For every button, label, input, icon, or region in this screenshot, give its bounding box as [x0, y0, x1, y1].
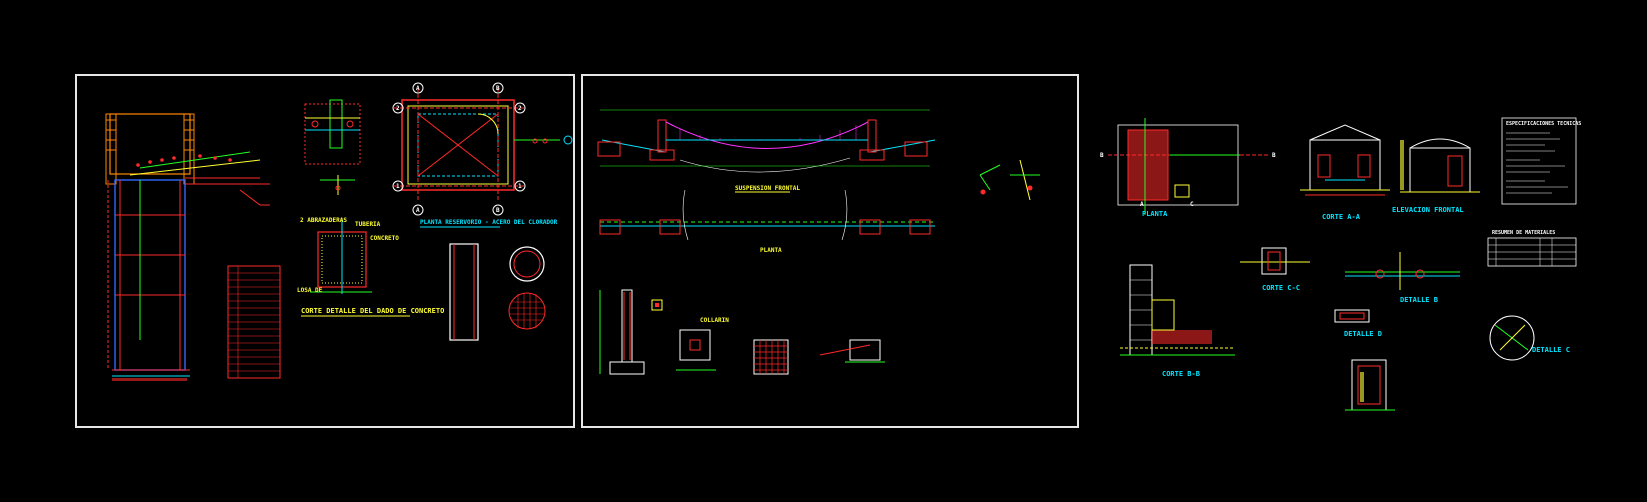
sheet-1: 2 ABRAZADERAS TUBERIA CONCRETO LOSA DE C…	[75, 74, 575, 428]
column-detail	[599, 289, 663, 375]
collarin-detail: COLLARIN	[676, 317, 729, 371]
bridge-plan: PLANTA	[599, 189, 935, 254]
detalle-b: DETALLE B	[1345, 252, 1460, 304]
sheet-3: B B A C PLANTA CORTE A-A ELEVACION FRONT…	[1100, 117, 1581, 411]
concrete-block-detail: 2 ABRAZADERAS TUBERIA CONCRETO LOSA DE C…	[297, 217, 444, 317]
cylinder-detail	[449, 243, 546, 341]
elevacion-frontal-label: ELEVACION FRONTAL	[1392, 206, 1464, 214]
detalle-c-label: DETALLE C	[1532, 346, 1570, 354]
grid-1-right: 1	[518, 183, 522, 190]
svg-text:CONCRETO: CONCRETO	[370, 235, 399, 242]
tank-elevation	[105, 113, 270, 381]
plan-mark-c: C	[1190, 201, 1194, 208]
svg-text:2 ABRAZADERAS: 2 ABRAZADERAS	[300, 217, 347, 224]
svg-text:SUSPENSION FRONTAL: SUSPENSION FRONTAL	[735, 185, 800, 192]
anchor-block	[819, 339, 885, 363]
grid-b-bottom: B	[496, 207, 500, 214]
legend-table	[227, 265, 281, 379]
grid-2-left: 2	[396, 105, 400, 112]
corte-cc: CORTE C-C	[1240, 247, 1310, 292]
sheet-2-border	[581, 74, 1079, 428]
reservoir-plan: A B A B 2 2 1 1 PLANTA RESERVORIO - ACER…	[392, 82, 573, 228]
materials-table: RESUMEN DE MATERIALES	[1487, 230, 1577, 267]
svg-text:TUBERIA: TUBERIA	[355, 221, 381, 228]
box-detail	[1345, 359, 1395, 411]
svg-text:LOSA DE: LOSA DE	[297, 287, 323, 294]
detalle-b-label: DETALLE B	[1400, 296, 1438, 304]
grid-a-top: A	[416, 85, 420, 92]
planta-label: PLANTA	[1142, 210, 1168, 218]
sheet-2: SUSPENSION FRONTAL PLANTA	[581, 74, 1079, 428]
valve-detail	[304, 99, 361, 195]
detalle-d: DETALLE D	[1334, 309, 1382, 338]
specifications-title: ESPECIFICACIONES TECNICAS	[1506, 121, 1581, 127]
plan-mark-a: A	[1140, 201, 1144, 208]
corte-aa-label: CORTE A-A	[1322, 213, 1361, 221]
corte-cc-label: CORTE C-C	[1262, 284, 1300, 292]
detalle-c: DETALLE C	[1489, 315, 1570, 361]
plan-mark-b-right: B	[1272, 152, 1276, 159]
anchor-details	[979, 159, 1040, 201]
sheet-1-border	[75, 74, 575, 428]
grid-1-left: 1	[396, 183, 400, 190]
grid-a-bottom: A	[416, 207, 420, 214]
corte-aa: CORTE A-A	[1300, 124, 1390, 221]
corte-detalle-title: CORTE DETALLE DEL DADO DE CONCRETO	[301, 307, 444, 315]
detalle-d-label: DETALLE D	[1344, 330, 1382, 338]
specifications-block: ESPECIFICACIONES TECNICAS	[1501, 117, 1581, 205]
corte-bb-label: CORTE B-B	[1162, 370, 1200, 378]
corte-bb: CORTE B-B	[1120, 264, 1235, 378]
grid-b-top: B	[496, 85, 500, 92]
plan-mark-b-left: B	[1100, 152, 1104, 159]
mesh-detail	[753, 339, 789, 375]
bridge-elevation: SUSPENSION FRONTAL	[597, 109, 936, 193]
materials-title: RESUMEN DE MATERIALES	[1492, 230, 1555, 236]
pase-aereo-plan-title: PLANTA	[760, 247, 782, 254]
plan-view: B B A C PLANTA	[1100, 118, 1276, 218]
elevacion-frontal: ELEVACION FRONTAL	[1392, 138, 1480, 214]
collarin-label: COLLARIN	[700, 317, 729, 324]
planta-reservorio-title: PLANTA RESERVORIO - ACERO DEL CLORADOR	[420, 219, 558, 226]
grid-2-right: 2	[518, 105, 522, 112]
